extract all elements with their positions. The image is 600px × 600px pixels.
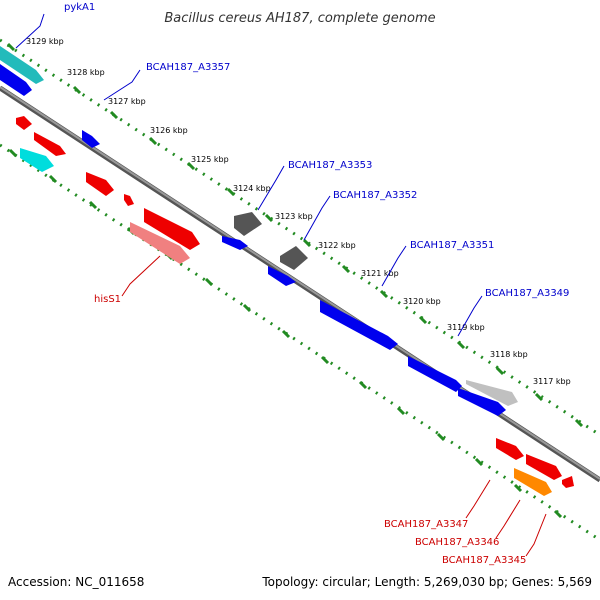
gene-red-a3347[interactable] xyxy=(496,438,524,460)
kbp-label: 3120 kbp xyxy=(403,297,441,306)
gene-pink-hisS1[interactable] xyxy=(130,222,190,264)
kbp-label: 3118 kbp xyxy=(490,350,528,359)
gene-dark-gray-2[interactable] xyxy=(280,246,308,270)
gene-label-bcah187-a3346[interactable]: BCAH187_A3346 xyxy=(415,537,499,548)
gene-red-arrow[interactable] xyxy=(34,132,66,156)
kbp-label: 3129 kbp xyxy=(26,37,64,46)
gene-red-tiny[interactable] xyxy=(124,194,134,206)
gene-cyan-block[interactable] xyxy=(20,148,54,172)
gene-dark-gray[interactable] xyxy=(234,212,262,236)
gene-red-mid[interactable] xyxy=(86,172,114,196)
map-title: Bacillus cereus AH187, complete genome xyxy=(164,11,435,26)
gene-label-bcah187-a3357[interactable]: BCAH187_A3357 xyxy=(146,62,230,73)
accession-text: Accession: NC_011658 xyxy=(8,575,144,589)
gene-label-bcah187-a3352[interactable]: BCAH187_A3352 xyxy=(333,190,417,201)
gene-blue-arrow[interactable] xyxy=(0,64,32,96)
gene-teal-block[interactable] xyxy=(0,46,44,84)
gene-blue-long[interactable] xyxy=(320,300,398,350)
kbp-label: 3128 kbp xyxy=(67,68,105,77)
gene-orange-a3345[interactable] xyxy=(514,468,552,496)
topology-text: Topology: circular; Length: 5,269,030 bp… xyxy=(261,575,592,589)
gene-label-bcah187-a3353[interactable]: BCAH187_A3353 xyxy=(288,160,372,171)
gene-label-bcah187-a3345[interactable]: BCAH187_A3345 xyxy=(442,555,526,566)
kbp-label: 3125 kbp xyxy=(191,155,229,164)
kbp-label: 3123 kbp xyxy=(275,212,313,221)
gene-red-long[interactable] xyxy=(144,208,200,250)
kbp-label: 3117 kbp xyxy=(533,377,571,386)
leader-lines-blue xyxy=(15,13,483,337)
gene-blue-right[interactable] xyxy=(458,388,506,416)
gene-labels: pykA1 BCAH187_A3357 BCAH187_A3353 BCAH18… xyxy=(64,2,569,566)
gene-label-bcah187-a3349[interactable]: BCAH187_A3349 xyxy=(485,288,569,299)
gene-blue-a3353[interactable] xyxy=(222,236,248,250)
gene-blue-a3352[interactable] xyxy=(268,266,296,286)
genes-forward xyxy=(0,46,518,416)
kbp-label: 3119 kbp xyxy=(447,323,485,332)
dotted-track-upper xyxy=(0,38,600,437)
gene-label-pykA1[interactable]: pykA1 xyxy=(64,2,95,13)
gene-label-bcah187-a3347[interactable]: BCAH187_A3347 xyxy=(384,519,468,530)
leader-lines-red xyxy=(121,255,547,557)
gene-red-small[interactable] xyxy=(16,116,32,130)
dotted-track-lower xyxy=(0,143,600,542)
genes-reverse xyxy=(16,116,574,496)
gene-label-hisS1[interactable]: hisS1 xyxy=(94,294,121,305)
gene-light-gray[interactable] xyxy=(466,380,518,406)
kbp-label: 3121 kbp xyxy=(361,269,399,278)
gene-label-bcah187-a3351[interactable]: BCAH187_A3351 xyxy=(410,240,494,251)
gene-blue-a3349[interactable] xyxy=(408,356,462,392)
kbp-label: 3124 kbp xyxy=(233,184,271,193)
kbp-label: 3122 kbp xyxy=(318,241,356,250)
gene-blue-small[interactable] xyxy=(82,130,100,148)
kbp-label: 3126 kbp xyxy=(150,126,188,135)
kbp-labels: 3129 kbp 3128 kbp 3127 kbp 3126 kbp 3125… xyxy=(26,37,571,386)
kbp-label: 3127 kbp xyxy=(108,97,146,106)
gene-red-end[interactable] xyxy=(562,476,574,488)
gene-red-a3346[interactable] xyxy=(526,454,562,480)
tick-marks xyxy=(6,42,584,519)
